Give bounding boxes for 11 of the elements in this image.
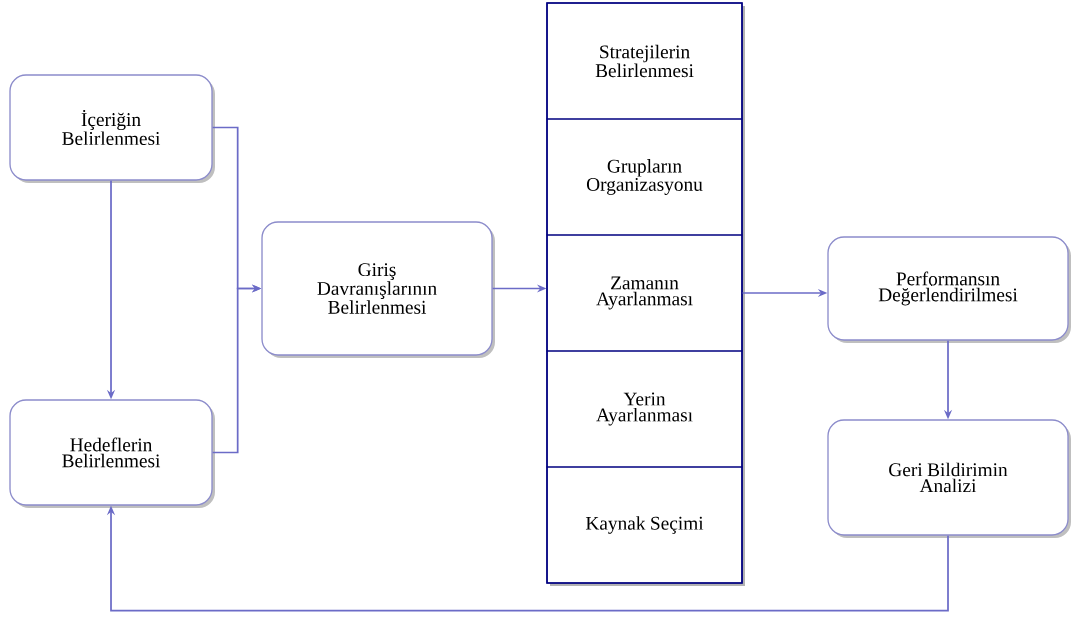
column-cell: Stratejilerin Belirlenmesi (546, 2, 743, 120)
column-cell: Grupların Organizasyonu (546, 118, 743, 236)
process-box: Giriş Davranışlarının Belirlenmesi (261, 221, 495, 358)
process-box: Geri Bildirimin Analizi (827, 419, 1071, 538)
column-cell: Yerin Ayarlanması (546, 350, 743, 468)
column-cell: Kaynak Seçimi (546, 466, 743, 584)
process-box: Hedeflerin Belirlenmesi (9, 399, 215, 508)
process-box: İçeriğin Belirlenmesi (9, 74, 215, 183)
process-box: Performansın Değerlendirilmesi (827, 236, 1071, 343)
column-box (546, 2, 745, 586)
column-cell: Zamanın Ayarlanması (546, 234, 743, 352)
